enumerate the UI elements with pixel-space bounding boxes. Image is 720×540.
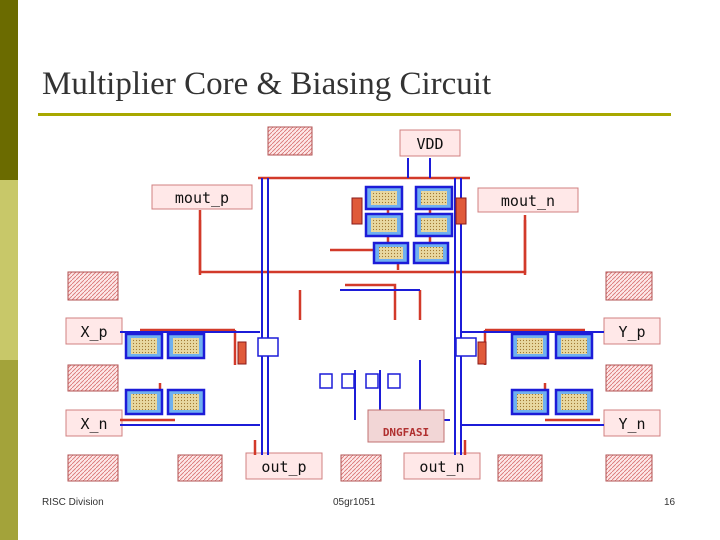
chip-logo: DNGFASI xyxy=(367,409,445,443)
footer-left: RISC Division xyxy=(42,497,104,508)
side-band-top xyxy=(0,0,18,180)
pad-right-1 xyxy=(605,271,653,301)
pad-bottom-2 xyxy=(340,454,382,482)
label-mout-n: mout_n xyxy=(501,192,555,210)
label-x-n: X_n xyxy=(80,415,107,433)
title-underline xyxy=(38,113,671,116)
label-vdd: VDD xyxy=(416,135,443,153)
side-band-bottom xyxy=(0,360,18,540)
label-y-p: Y_p xyxy=(618,323,645,341)
label-x-p: X_p xyxy=(80,323,107,341)
label-pads xyxy=(65,129,661,480)
pad-bottom-3 xyxy=(497,454,543,482)
page-number: 16 xyxy=(664,497,676,508)
footer-center: 05gr1051 xyxy=(333,497,376,508)
slide-title: Multiplier Core & Biasing Circuit xyxy=(42,66,492,102)
active-regions xyxy=(131,191,587,410)
pad-right-3 xyxy=(605,454,653,482)
label-out-p: out_p xyxy=(261,458,306,476)
label-mout-p: mout_p xyxy=(175,189,229,207)
pad-top xyxy=(267,126,313,156)
label-y-n: Y_n xyxy=(618,415,645,433)
pad-left-3 xyxy=(67,454,119,482)
side-band-middle xyxy=(0,180,18,360)
pad-left-2 xyxy=(67,364,119,392)
mirror-devices xyxy=(257,337,477,389)
pad-bottom-1 xyxy=(177,454,223,482)
bond-pads xyxy=(67,126,653,482)
pad-left-1 xyxy=(67,271,119,301)
metal-routing xyxy=(120,158,604,455)
capacitors xyxy=(237,197,487,365)
label-out-n: out_n xyxy=(419,458,464,476)
logo-text: DNGFASI xyxy=(383,426,429,439)
pad-right-2 xyxy=(605,364,653,392)
